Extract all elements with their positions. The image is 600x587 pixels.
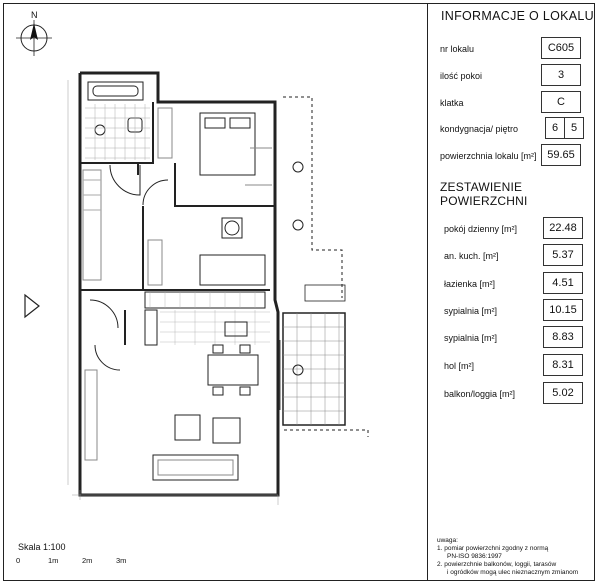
info-panel-title: INFORMACJE O LOKALU bbox=[441, 9, 594, 23]
summary-panel-title: ZESTAWIENIE POWIERZCHNI bbox=[440, 180, 528, 208]
field-label-floor: kondygnacja/ piętro bbox=[440, 124, 519, 134]
summary-value-kitchenette: 5.37 bbox=[543, 244, 583, 266]
summary-label-hall: hol [m²] bbox=[444, 361, 475, 371]
sheet-frame bbox=[3, 3, 595, 581]
field-value-area: 59.65 bbox=[541, 144, 581, 166]
compass-letter: N bbox=[31, 10, 38, 20]
summary-label-bedroom-2: sypialnia [m²] bbox=[444, 333, 498, 343]
compass: N bbox=[14, 10, 54, 58]
summary-label-balcony: balkon/loggia [m²] bbox=[444, 389, 516, 399]
note-line-4: i ogródków mogą ulec nieznacznym zmianom bbox=[447, 569, 579, 576]
summary-value-living-room: 22.48 bbox=[543, 217, 583, 239]
scale-tick-1: 1m bbox=[48, 556, 59, 565]
entrance-arrow-icon bbox=[24, 293, 40, 319]
panel-divider bbox=[427, 3, 428, 581]
north-arrow-icon bbox=[16, 20, 52, 56]
field-label-room-count: ilość pokoi bbox=[440, 71, 483, 81]
summary-value-hall: 8.31 bbox=[543, 354, 583, 376]
scale-tick-3: 3m bbox=[116, 556, 127, 565]
note-line-1: 1. pomiar powierzchni zgodny z normą bbox=[437, 545, 549, 552]
scale-tick-2: 2m bbox=[82, 556, 93, 565]
summary-value-bedroom-1: 10.15 bbox=[543, 299, 583, 321]
notes-heading: uwaga: bbox=[437, 537, 458, 544]
field-value-room-count: 3 bbox=[541, 64, 581, 86]
summary-value-bedroom-2: 8.83 bbox=[543, 326, 583, 348]
summary-label-bathroom: łazienka [m²] bbox=[444, 279, 496, 289]
summary-label-kitchenette: an. kuch. [m²] bbox=[444, 251, 499, 261]
scale-label: Skala 1:100 bbox=[18, 542, 66, 552]
field-label-staircase: klatka bbox=[440, 98, 464, 108]
field-label-unit-number: nr lokalu bbox=[440, 44, 475, 54]
scale-tick-0: 0 bbox=[16, 556, 21, 565]
summary-label-living-room: pokój dzienny [m²] bbox=[444, 224, 518, 234]
note-line-3: 2. powierzchnie balkonów, loggii, tarasó… bbox=[437, 561, 557, 568]
field-value-staircase: C bbox=[541, 91, 581, 113]
field-value-floor-number: 5 bbox=[564, 117, 584, 139]
summary-value-balcony: 5.02 bbox=[543, 382, 583, 404]
summary-value-bathroom: 4.51 bbox=[543, 272, 583, 294]
floor-plan bbox=[67, 71, 369, 505]
field-value-unit-number: C605 bbox=[541, 37, 581, 59]
field-label-area: powierzchnia lokalu [m²] bbox=[440, 151, 537, 161]
note-line-2: PN-ISO 9836:1997 bbox=[447, 553, 502, 560]
field-value-floor-level: 6 bbox=[545, 117, 565, 139]
summary-label-bedroom-1: sypialnia [m²] bbox=[444, 306, 498, 316]
